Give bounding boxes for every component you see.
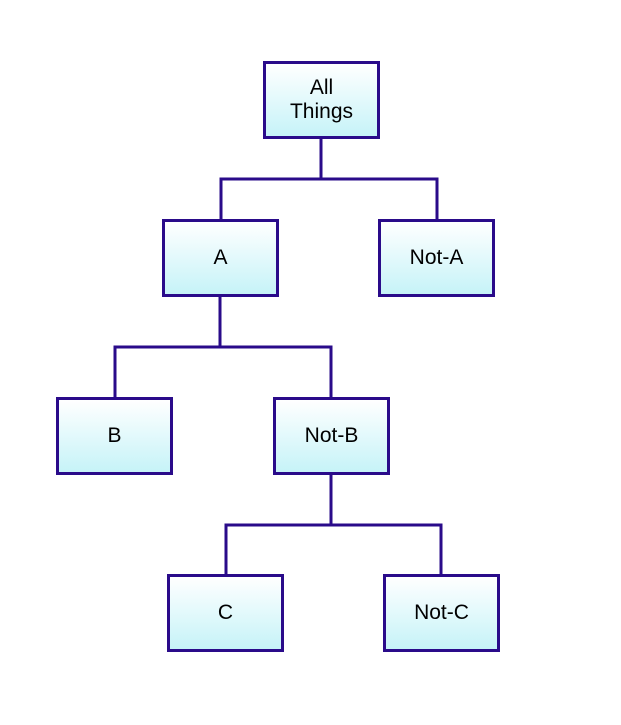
node-label: All Things <box>289 76 354 123</box>
node-all-things: All Things <box>263 61 380 139</box>
node-label: Not-A <box>409 246 464 269</box>
node-not-b: Not-B <box>273 397 390 475</box>
connector-a <box>113 295 333 399</box>
connector-not-b <box>224 473 443 576</box>
node-not-c: Not-C <box>383 574 500 652</box>
node-label: A <box>213 246 228 269</box>
node-label: B <box>107 424 122 447</box>
node-label: Not-B <box>304 424 359 447</box>
connector-all-things <box>219 137 439 221</box>
node-a: A <box>162 219 279 297</box>
node-not-a: Not-A <box>378 219 495 297</box>
node-b: B <box>56 397 173 475</box>
node-c: C <box>167 574 284 652</box>
node-label: Not-C <box>414 601 469 624</box>
node-label: C <box>217 601 234 624</box>
